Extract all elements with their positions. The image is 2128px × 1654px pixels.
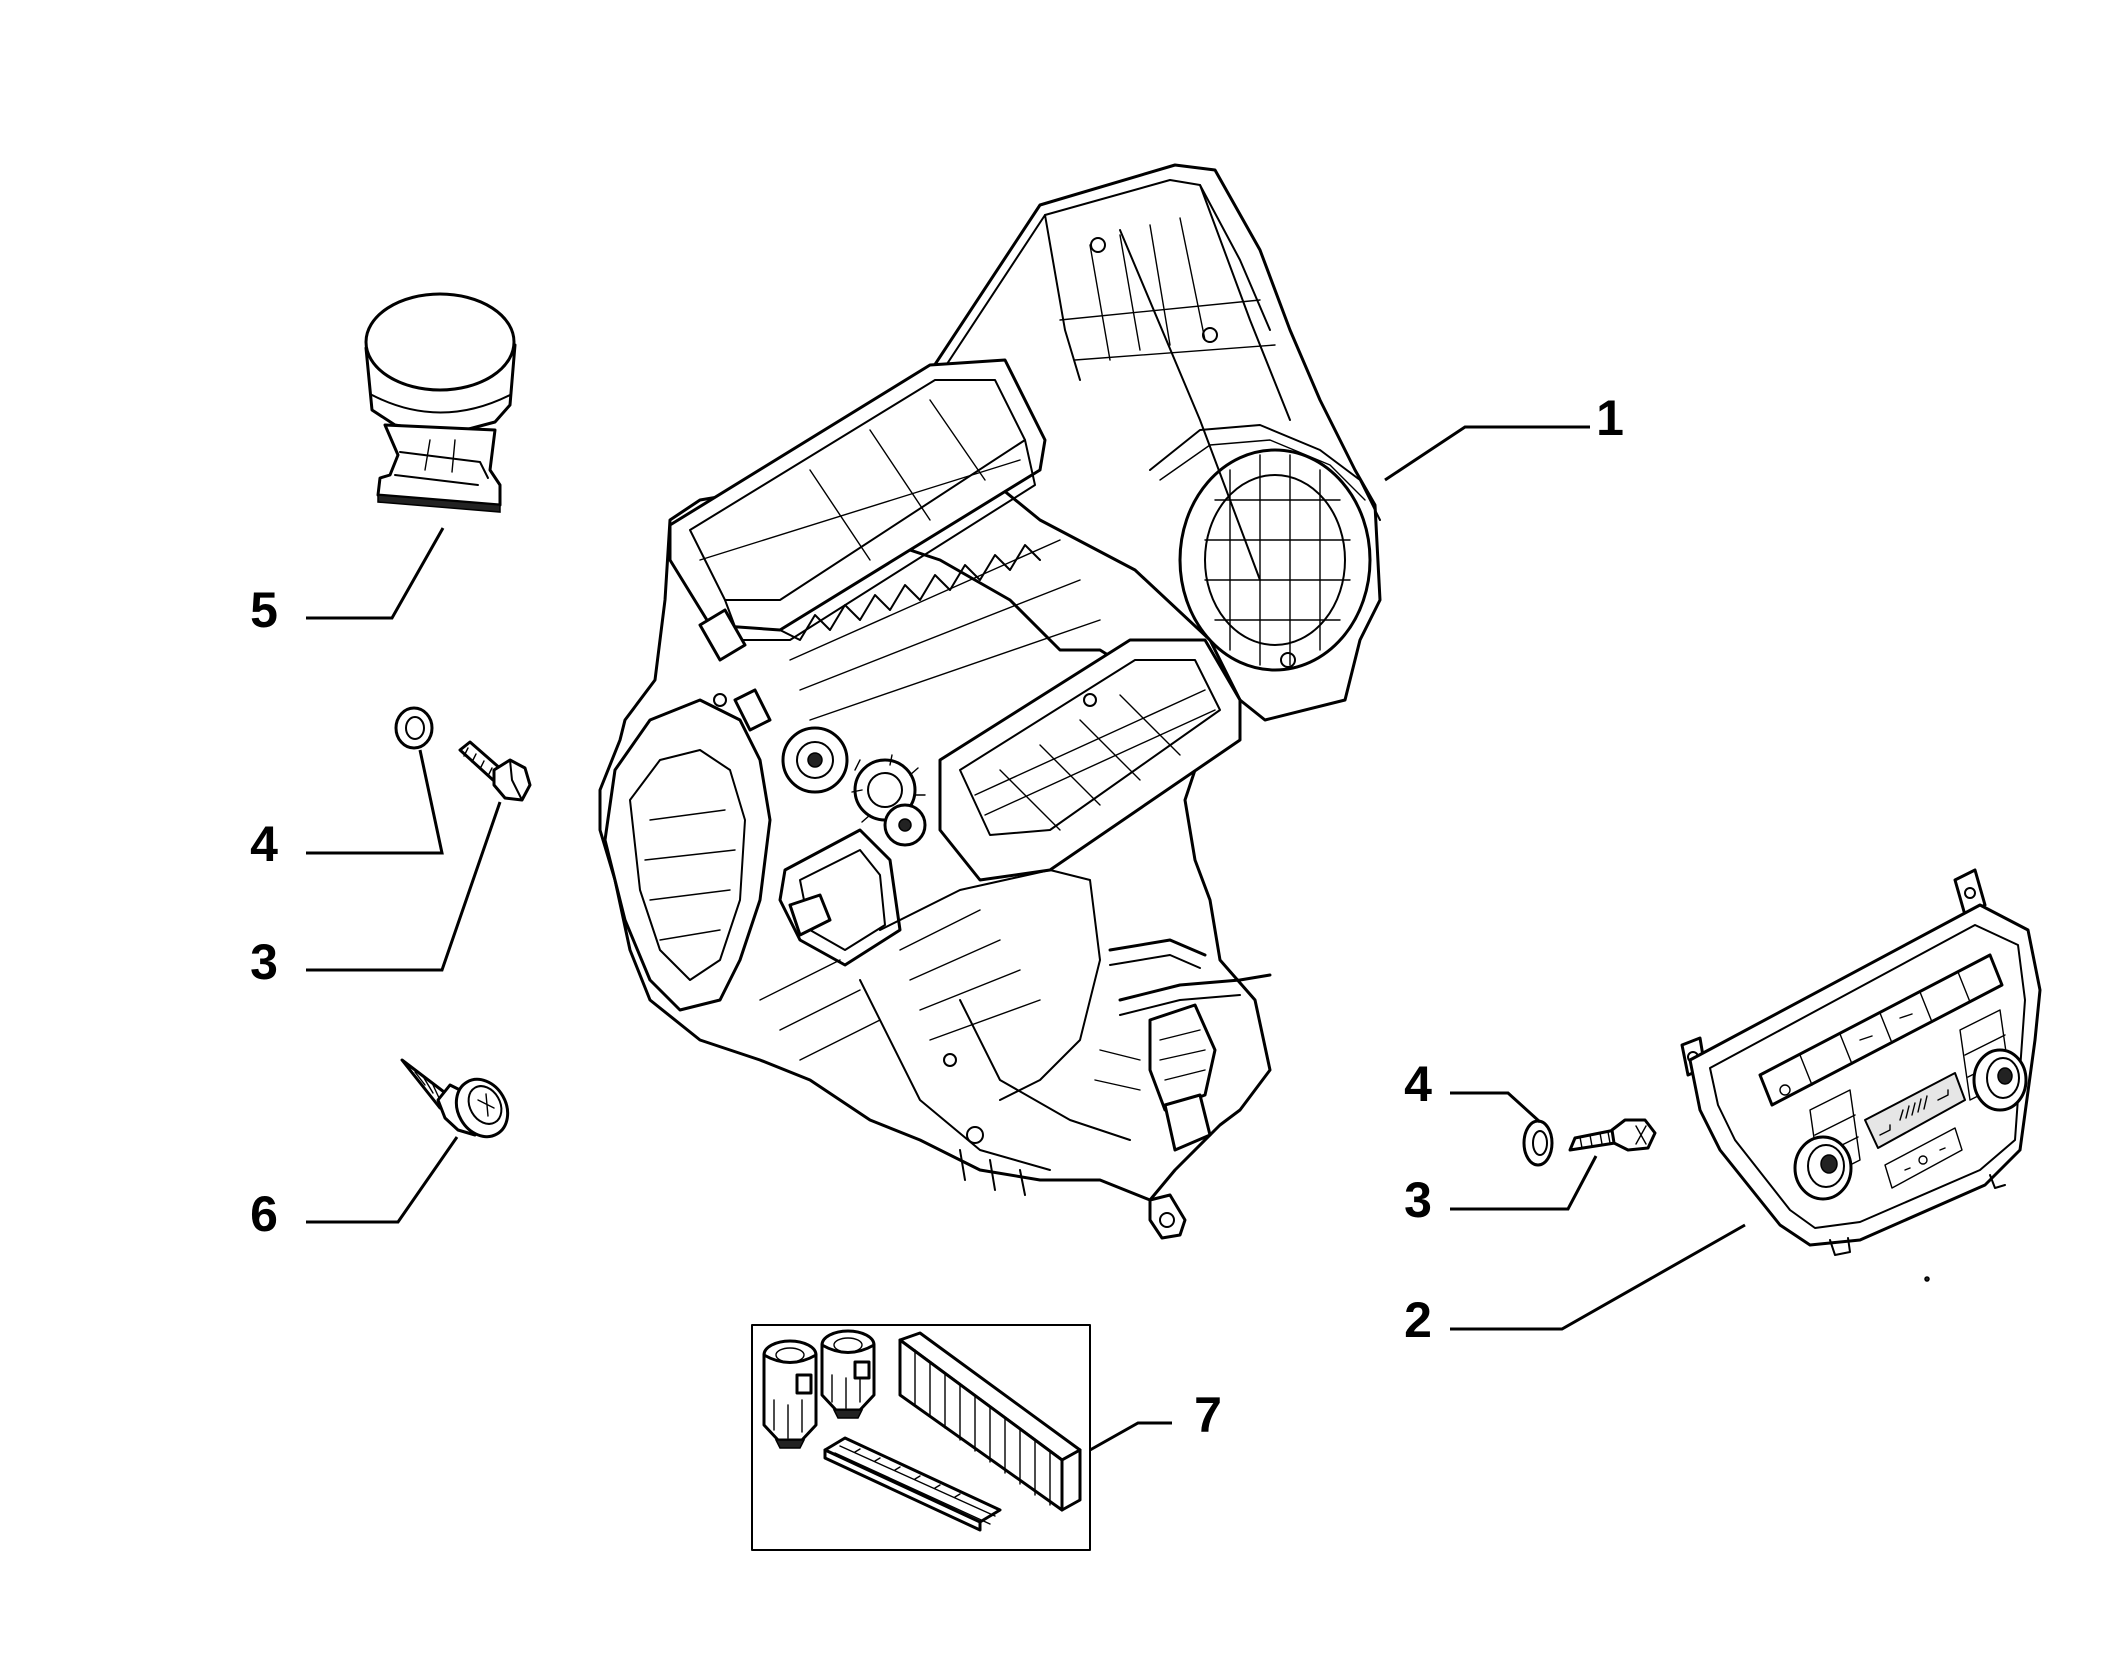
callout-6-leader: [306, 1136, 459, 1224]
bolt-icon: [1568, 1118, 1657, 1152]
washer-icon: [394, 706, 434, 750]
washer-icon: [1522, 1119, 1554, 1167]
callout-3b: 3: [1404, 1172, 1432, 1228]
callout-4b: 4: [1404, 1056, 1432, 1112]
callout-4b-leader: [1450, 1091, 1542, 1124]
callout-2: 2: [1404, 1292, 1432, 1348]
climate-control-panel-icon: [1680, 868, 2042, 1282]
callout-7-leader: [1089, 1421, 1172, 1452]
callout-6: 6: [250, 1186, 278, 1242]
callout-1-leader: [1384, 425, 1590, 482]
callout-4a-leader: [306, 749, 444, 855]
callout-5: 5: [250, 582, 278, 638]
filter-kit-icon: [751, 1324, 1091, 1551]
blower-cap-icon: [364, 292, 517, 513]
callout-3a: 3: [250, 934, 278, 990]
bolt-icon: [458, 740, 532, 802]
callout-1: 1: [1596, 390, 1624, 446]
callout-7: 7: [1194, 1387, 1222, 1443]
hvac-housing-unit-icon: [598, 163, 1382, 1240]
callout-3b-leader: [1450, 1155, 1598, 1211]
callout-3a-leader: [306, 801, 502, 972]
self-tapping-screw-icon: [400, 1058, 510, 1139]
callout-4a: 4: [250, 816, 278, 872]
callout-5-leader: [306, 527, 445, 620]
callout-2-leader: [1450, 1223, 1746, 1331]
